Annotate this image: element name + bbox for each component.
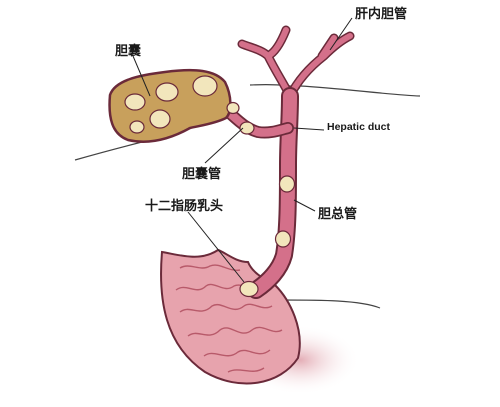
label-duodenal-papilla: 十二指肠乳头 (145, 199, 224, 214)
lower-outline (279, 299, 381, 309)
label-common-bile-duct: 胆总管 (318, 207, 358, 222)
leader-hepatic-duct (293, 127, 325, 131)
liver-outline-right (299, 85, 421, 97)
gallstones (124, 75, 296, 298)
label-hepatic-duct: Hepatic duct (327, 121, 391, 133)
label-gallbladder: 胆囊 (115, 44, 142, 59)
label-intrahepatic-ducts: 肝内胆管 (355, 7, 408, 22)
liver-outline-left (74, 139, 151, 161)
leader-duodenal-papilla (187, 211, 245, 283)
leader-cystic-duct (204, 127, 244, 164)
leader-intrahepatic (329, 17, 353, 51)
leader-gallbladder (132, 55, 151, 97)
label-cystic-duct: 胆囊管 (182, 167, 222, 182)
leader-common-bile-duct (293, 199, 316, 212)
